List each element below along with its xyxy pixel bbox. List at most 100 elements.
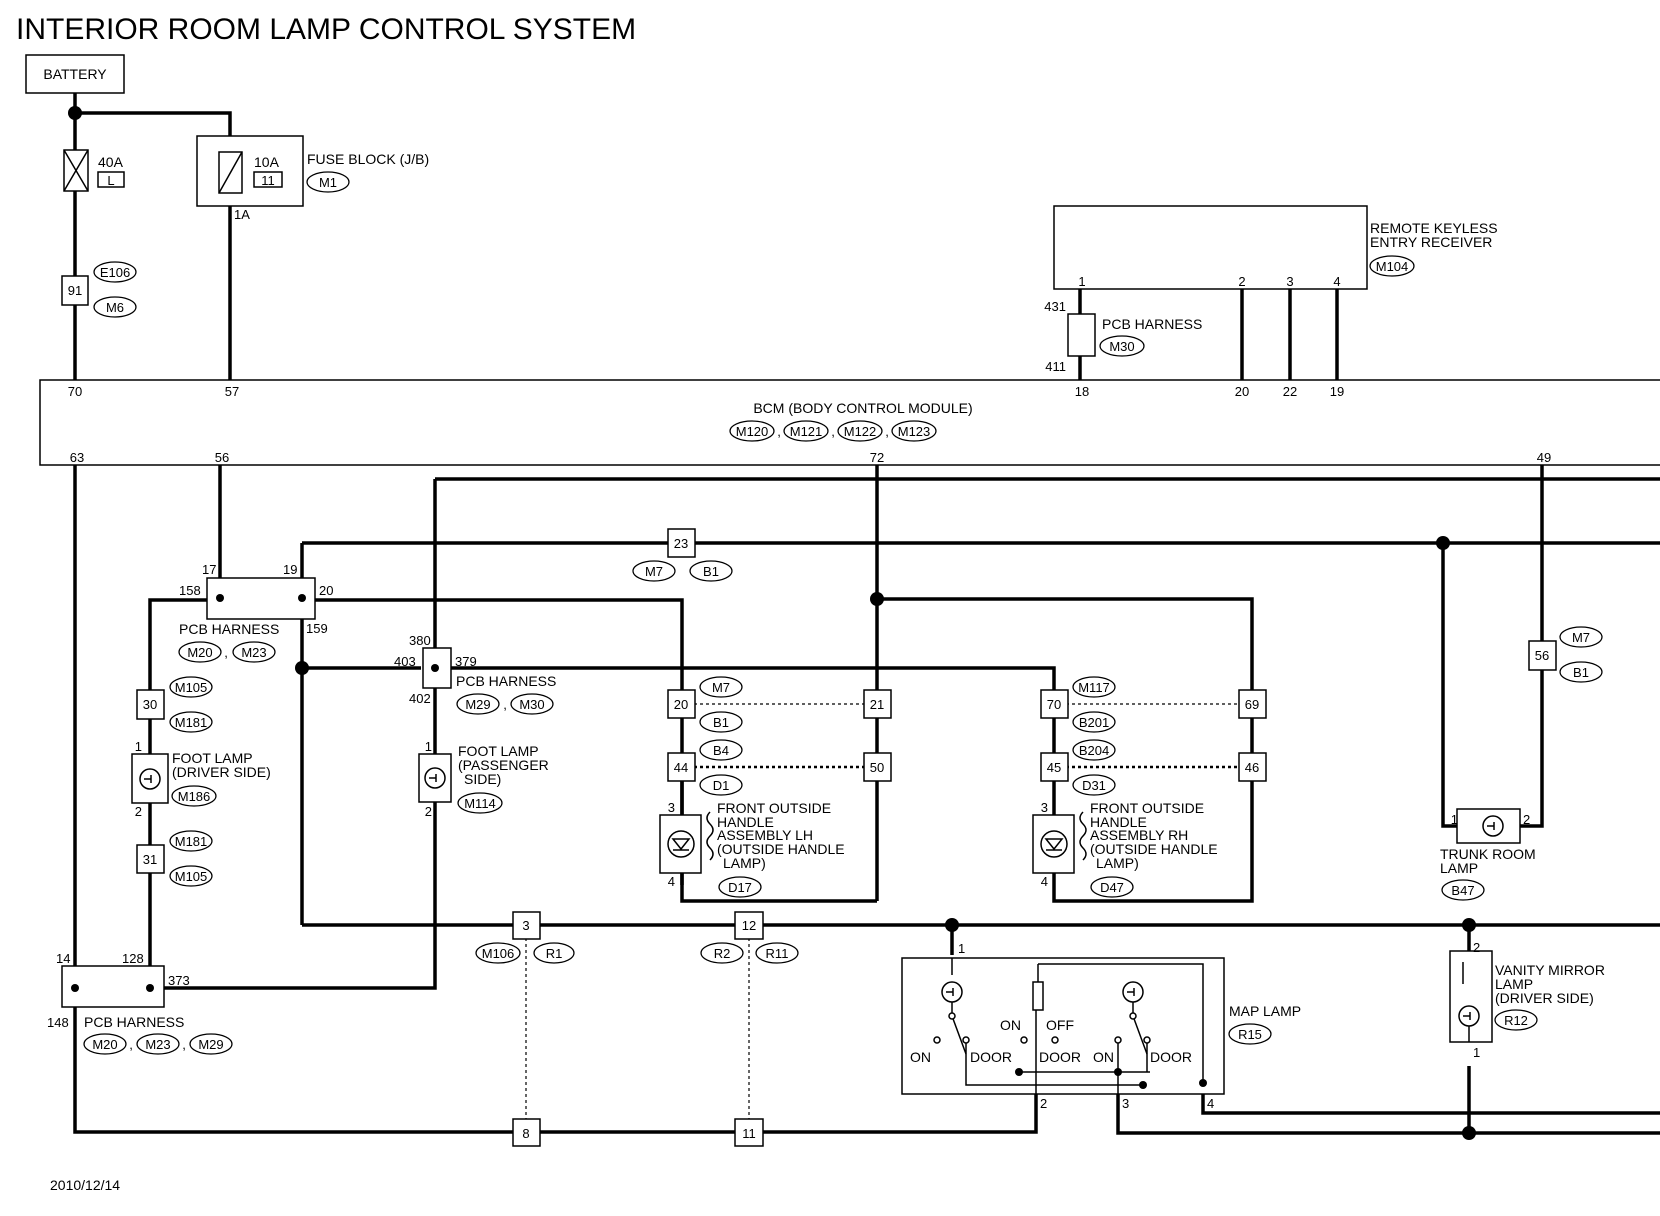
svg-text:23: 23	[674, 536, 688, 551]
svg-text:40A: 40A	[98, 154, 124, 170]
battery-box	[25, 54, 125, 94]
svg-text:431: 431	[1044, 299, 1066, 314]
svg-text:148: 148	[47, 1015, 69, 1030]
svg-text:OFF: OFF	[1046, 1017, 1074, 1033]
svg-text:31: 31	[143, 852, 157, 867]
pcb-harness-a: 17 19 158 20 159 PCB HARNESS M20 , M23	[178, 562, 333, 663]
svg-text:128: 128	[122, 951, 144, 966]
junction-30: 30 M105 M181	[136, 676, 213, 733]
svg-text:M29: M29	[465, 697, 490, 712]
svg-text:,: ,	[182, 1037, 186, 1052]
svg-text:(DRIVER SIDE): (DRIVER SIDE)	[172, 764, 271, 780]
svg-text:R11: R11	[766, 946, 789, 961]
front-outside-handle-lh: 20 21 44 50 M7 B1 B4 D1 3 4 FRONT OUTSID…	[659, 676, 892, 898]
svg-text:403: 403	[394, 654, 416, 669]
svg-text:DOOR: DOOR	[970, 1049, 1012, 1065]
svg-text:M1: M1	[319, 175, 337, 190]
svg-text:M104: M104	[1376, 259, 1409, 274]
svg-text:M23: M23	[145, 1037, 170, 1052]
foot-lamp-passenger: 1 2 FOOT LAMP (PASSENGER SIDE) M114	[418, 739, 549, 819]
junction-12: 12 R2 R11	[700, 911, 799, 964]
svg-text:373: 373	[168, 973, 190, 988]
svg-text:18: 18	[1075, 384, 1089, 399]
svg-text:R2: R2	[714, 946, 731, 961]
svg-text:M120: M120	[736, 424, 769, 439]
svg-text:,: ,	[129, 1037, 133, 1052]
svg-text:159: 159	[306, 621, 328, 636]
svg-text:M30: M30	[1109, 339, 1134, 354]
svg-text:2: 2	[1040, 1096, 1047, 1111]
svg-text:411: 411	[1045, 359, 1066, 374]
svg-text:ON: ON	[910, 1049, 931, 1065]
svg-text:B201: B201	[1079, 715, 1109, 730]
svg-text:70: 70	[1047, 697, 1061, 712]
svg-text:ON: ON	[1000, 1017, 1021, 1033]
svg-text:20: 20	[1235, 384, 1249, 399]
trunk-room-lamp: 1 2 TRUNK ROOM LAMP B47	[1440, 808, 1536, 901]
svg-text:R1: R1	[546, 946, 563, 961]
svg-text:2: 2	[1523, 812, 1530, 827]
pcb-harness-m30: 431 411 PCB HARNESS M30	[1044, 299, 1202, 374]
svg-text:72: 72	[870, 450, 884, 465]
svg-text:69: 69	[1245, 697, 1259, 712]
diagram-title: INTERIOR ROOM LAMP CONTROL SYSTEM	[16, 13, 636, 46]
svg-text:14: 14	[56, 951, 70, 966]
svg-text:B1: B1	[1573, 665, 1589, 680]
svg-text:4: 4	[1333, 274, 1340, 289]
battery-label: BATTERY	[43, 66, 107, 82]
svg-text:B204: B204	[1079, 743, 1109, 758]
svg-text:E106: E106	[100, 265, 130, 280]
svg-text:LAMP): LAMP)	[723, 855, 766, 871]
svg-text:D1: D1	[713, 778, 730, 793]
svg-text:M7: M7	[1572, 630, 1590, 645]
svg-text:,: ,	[503, 697, 507, 712]
svg-text:,: ,	[831, 424, 835, 439]
svg-text:M114: M114	[464, 796, 496, 811]
svg-text:3: 3	[1041, 800, 1048, 815]
svg-text:402: 402	[409, 691, 431, 706]
svg-text:1: 1	[135, 739, 142, 754]
svg-text:DOOR: DOOR	[1039, 1049, 1081, 1065]
svg-text:R15: R15	[1238, 1027, 1262, 1042]
vanity-mirror-lamp: 2 1 VANITY MIRROR LAMP (DRIVER SIDE) R12	[1449, 940, 1605, 1060]
svg-text:B47: B47	[1451, 883, 1474, 898]
svg-text:M20: M20	[187, 645, 212, 660]
junction-56: 56 M7 B1	[1528, 626, 1603, 683]
svg-text:1: 1	[958, 941, 965, 956]
svg-text:2: 2	[1473, 940, 1480, 955]
svg-text:M20: M20	[92, 1037, 117, 1052]
svg-text:PCB HARNESS: PCB HARNESS	[84, 1014, 184, 1030]
svg-text:4: 4	[1041, 874, 1048, 889]
svg-text:1: 1	[425, 739, 432, 754]
svg-text:M121: M121	[790, 424, 823, 439]
svg-text:44: 44	[674, 760, 688, 775]
svg-text:1A: 1A	[234, 207, 250, 222]
svg-text:MAP LAMP: MAP LAMP	[1229, 1003, 1301, 1019]
junction-dots	[68, 106, 1476, 1140]
svg-text:ASSEMBLY LH: ASSEMBLY LH	[717, 827, 813, 843]
svg-text:M117: M117	[1078, 680, 1110, 695]
svg-text:17: 17	[202, 562, 216, 577]
svg-text:M186: M186	[178, 789, 211, 804]
svg-text:B1: B1	[703, 564, 719, 579]
svg-text:1: 1	[1451, 812, 1458, 827]
svg-text:45: 45	[1047, 760, 1061, 775]
svg-text:FUSE BLOCK (J/B): FUSE BLOCK (J/B)	[307, 151, 429, 167]
svg-text:,: ,	[777, 424, 781, 439]
svg-text:SIDE): SIDE)	[464, 771, 501, 787]
svg-text:30: 30	[143, 697, 157, 712]
svg-text:70: 70	[68, 384, 82, 399]
svg-text:M7: M7	[712, 680, 730, 695]
remote-keyless-entry-receiver: 1 2 3 4 REMOTE KEYLESS ENTRY RECEIVER M1…	[1053, 205, 1498, 290]
svg-text:M181: M181	[175, 834, 208, 849]
foot-lamp-driver: 1 2 FOOT LAMP (DRIVER SIDE) M186	[131, 739, 271, 819]
junction-23: 23 M7 B1	[632, 528, 733, 582]
map-lamp: 1 2 3 4 ON OFF ON DOOR DOOR ON DOOR MAP …	[901, 941, 1301, 1111]
svg-text:49: 49	[1537, 450, 1551, 465]
svg-text:3: 3	[1122, 1096, 1129, 1111]
svg-text:FOOT LAMP: FOOT LAMP	[458, 743, 539, 759]
svg-text:3: 3	[668, 800, 675, 815]
svg-text:,: ,	[224, 645, 228, 660]
svg-text:21: 21	[870, 697, 884, 712]
dotted-connections	[525, 703, 1240, 1121]
